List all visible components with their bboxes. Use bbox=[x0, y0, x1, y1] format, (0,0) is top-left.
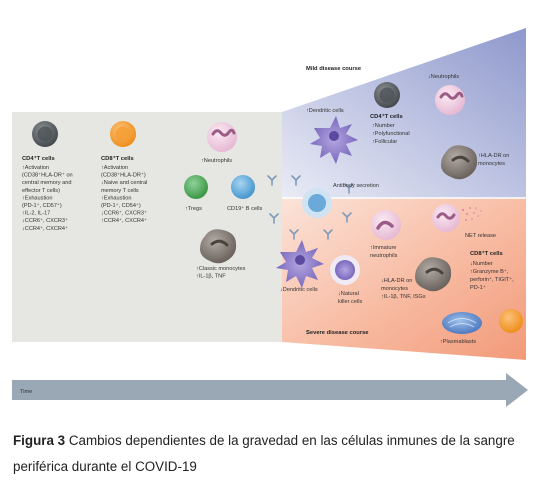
text-line: ↑Exhaustion bbox=[22, 195, 52, 201]
immune-diagram: Time CD4⁺T cells ↑Activation(CD38⁺HLA-DR… bbox=[12, 28, 528, 407]
severe-dendritic-label: ↓Dendritic cells bbox=[280, 287, 318, 293]
severe-net-label: NET release bbox=[465, 233, 496, 239]
text-line: (PD-1⁺, CD57⁺) bbox=[22, 202, 62, 209]
severe-hla-label: ↓HLA-DR on monocytes ↑IL-1β, TNF, ISGs bbox=[381, 278, 426, 300]
timeline-label: Time bbox=[20, 389, 32, 395]
severe-monocyte-icon bbox=[415, 257, 452, 292]
timeline-arrow bbox=[12, 373, 528, 407]
baseline-tregs-label: ↑Tregs bbox=[185, 206, 202, 212]
figure-caption-text: Cambios dependientes de la gravedad en l… bbox=[13, 433, 515, 474]
text-line: ↑Number bbox=[372, 123, 395, 129]
text-line: (CD38⁺HLA-DR⁺) bbox=[101, 172, 146, 179]
mild-monocyte-icon bbox=[441, 145, 478, 180]
text-line: (CD38⁺HLA-DR⁺ on bbox=[22, 172, 73, 179]
cd8-t-cell-icon bbox=[110, 121, 136, 147]
text-line: (PD-1⁺, CD54⁺) bbox=[101, 202, 141, 209]
severe-title: Severe disease course bbox=[306, 330, 369, 336]
severe-cd8-lines: ↓Number↑Granzyme B⁺,perforin⁺, TIGIT⁺,PD… bbox=[470, 261, 514, 291]
mild-cd4-t-cell-icon bbox=[374, 82, 400, 108]
text-line: ↑Follicular bbox=[372, 139, 397, 145]
baseline-cd4-title: CD4⁺T cells bbox=[22, 155, 55, 162]
severe-cd8-t-cell-icon bbox=[499, 309, 523, 333]
net-release-icon bbox=[432, 204, 482, 232]
text-line: ↓CCR4⁺, CXCR4⁺ bbox=[22, 225, 68, 232]
text-line: memory T cells bbox=[101, 188, 139, 194]
antibody-icons bbox=[267, 175, 354, 240]
mild-hla-label: ↑HLA-DR on monocytes bbox=[478, 153, 509, 167]
immature-neutrophil-icon bbox=[371, 210, 401, 240]
baseline-panel bbox=[12, 112, 282, 342]
text-line: ↑IL-1β, TNF bbox=[196, 274, 226, 280]
severe-plasmablasts-label: ↑Plasmablasts bbox=[440, 339, 476, 345]
mild-cd4-lines: ↑Number ↑Polyfunctional ↑Follicular bbox=[372, 123, 410, 145]
natural-killer-cell-icon bbox=[330, 255, 360, 285]
text-line: ↓Number bbox=[470, 261, 493, 267]
baseline-monocytes-label: ↑Classic monocytes ↑IL-1β, TNF bbox=[196, 266, 246, 280]
text-line: ↑Immature bbox=[370, 245, 396, 251]
text-line: ↓Natural bbox=[338, 291, 359, 297]
plasmablast-icon bbox=[442, 312, 482, 334]
text-line: neutrophils bbox=[370, 253, 398, 259]
treg-icon bbox=[184, 175, 208, 199]
figure-caption-label: Figura 3 bbox=[13, 433, 66, 448]
severe-immature-label: ↑Immature neutrophils bbox=[370, 245, 398, 259]
text-line: ↑Exhaustion bbox=[101, 195, 131, 201]
text-line: ↓Naive and central bbox=[101, 180, 147, 186]
text-line: ↓CCR6⁺, CXCR3⁺ bbox=[22, 217, 68, 224]
baseline-cd8-lines: ↑Activation(CD38⁺HLA-DR⁺)↓Naive and cent… bbox=[101, 165, 147, 224]
mild-neutrophil-icon bbox=[435, 85, 465, 115]
cd4-t-cell-icon bbox=[32, 121, 58, 147]
classic-monocyte-icon bbox=[200, 229, 237, 264]
mild-dendritic-label: ↑Dendritic cells bbox=[306, 108, 344, 114]
text-line: ↓HLA-DR on bbox=[381, 278, 412, 284]
severe-dendritic-cell-icon bbox=[276, 240, 324, 288]
baseline-cd8-title: CD8⁺T cells bbox=[101, 155, 134, 162]
baseline-neutrophils-label: ↑Neutrophils bbox=[201, 158, 232, 164]
b-cell-icon bbox=[231, 175, 255, 199]
text-line: monocytes bbox=[381, 286, 408, 292]
text-line: ↑Classic monocytes bbox=[196, 266, 246, 272]
text-line: monocytes bbox=[478, 161, 505, 167]
severe-cd8-title: CD8⁺T cells bbox=[470, 250, 503, 257]
text-line: ↓CCR6⁺, CXCR3⁺ bbox=[101, 210, 147, 217]
baseline-bcells-label: CD19⁺ B cells bbox=[227, 205, 262, 212]
text-line: PD-1⁺ bbox=[470, 284, 486, 291]
text-line: ↑Polyfunctional bbox=[372, 131, 410, 137]
severe-nk-label: ↓Natural killer cells bbox=[338, 291, 362, 305]
mild-cd4-title: CD4⁺T cells bbox=[370, 113, 403, 120]
text-line: ↑IL-1β, TNF, ISGs bbox=[381, 294, 426, 300]
text-line: killer cells bbox=[338, 299, 362, 305]
text-line: ↑Granzyme B⁺, bbox=[470, 268, 509, 275]
text-line: perforin⁺, TIGIT⁺, bbox=[470, 276, 514, 283]
text-line: ↑Activation bbox=[22, 165, 49, 171]
text-line: central memory and bbox=[22, 180, 71, 186]
text-line: ↑IL-2, IL-17 bbox=[22, 211, 50, 217]
plasma-b-cell-icon bbox=[302, 188, 332, 218]
text-line: effector T cells) bbox=[22, 188, 60, 194]
text-line: ↑Activation bbox=[101, 165, 128, 171]
mild-title: Mild disease course bbox=[306, 66, 362, 72]
antibody-secretion-label: Antibody secretion bbox=[333, 183, 379, 189]
mild-neutrophils-label: ↓Neutrophils bbox=[428, 74, 459, 80]
neutrophil-icon bbox=[207, 122, 237, 152]
mild-dendritic-cell-icon bbox=[310, 116, 358, 164]
text-line: ↑CCR4⁺, CXCR4⁺ bbox=[101, 217, 147, 224]
figure-caption: Figura 3 Cambios dependientes de la grav… bbox=[13, 428, 533, 480]
text-line: ↑HLA-DR on bbox=[478, 153, 509, 159]
